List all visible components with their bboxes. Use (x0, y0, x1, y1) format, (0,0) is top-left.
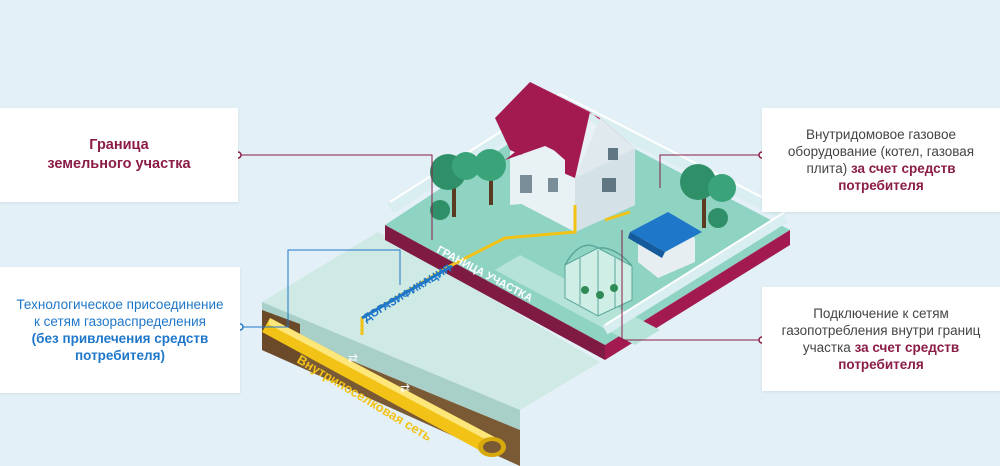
tech-connection-callout: Технологическое присоединение к сетям га… (0, 267, 240, 393)
indoor-equipment-callout: Внутридомовое газовое оборудование (коте… (762, 108, 1000, 212)
indoor-line-4: потребителя (838, 178, 924, 193)
tech-line-4: потребителя) (75, 348, 165, 363)
connect-line-1: Подключение к сетям (813, 306, 949, 321)
connect-line-3-bold: за счет средств (854, 340, 960, 355)
house (495, 82, 635, 232)
gas-pipes (360, 205, 631, 335)
indoor-line-1: Внутридомовое газовое (806, 127, 956, 142)
indoor-line-3-plain: плита) (806, 161, 848, 176)
village-gas-pipe: ⇄ ⇄ (262, 318, 506, 457)
connect-line-4: потребителя (838, 357, 924, 372)
leader-lines (238, 154, 762, 341)
internal-connection-callout: Подключение к сетям газопотребления внут… (762, 287, 1000, 391)
tree-right (680, 164, 736, 228)
indoor-line-3-bold: за счет средств (850, 161, 956, 176)
tech-line-1: Технологическое присоединение (16, 297, 224, 312)
tech-line-3: (без привлечения средств (31, 331, 209, 346)
plot-boundary-callout: Граница земельного участка (0, 108, 238, 202)
tree-mid (474, 149, 506, 205)
shed (628, 212, 702, 278)
boundary-line-2: земельного участка (47, 156, 191, 172)
arrow-right-1: ⇄ (348, 351, 358, 365)
indoor-line-2: оборудование (котел, газовая (787, 144, 975, 159)
boundary-line-1: Граница (89, 137, 149, 153)
greenhouse (564, 244, 633, 317)
tech-line-2: к сетям газораспределения (34, 314, 206, 329)
leader-line-blue (240, 249, 401, 328)
connect-line-2: газопотребления внутри границ (781, 323, 981, 338)
connect-line-3-plain: участка (802, 340, 851, 355)
arrow-right-2: ⇄ (400, 381, 410, 395)
tree-left (430, 152, 480, 220)
